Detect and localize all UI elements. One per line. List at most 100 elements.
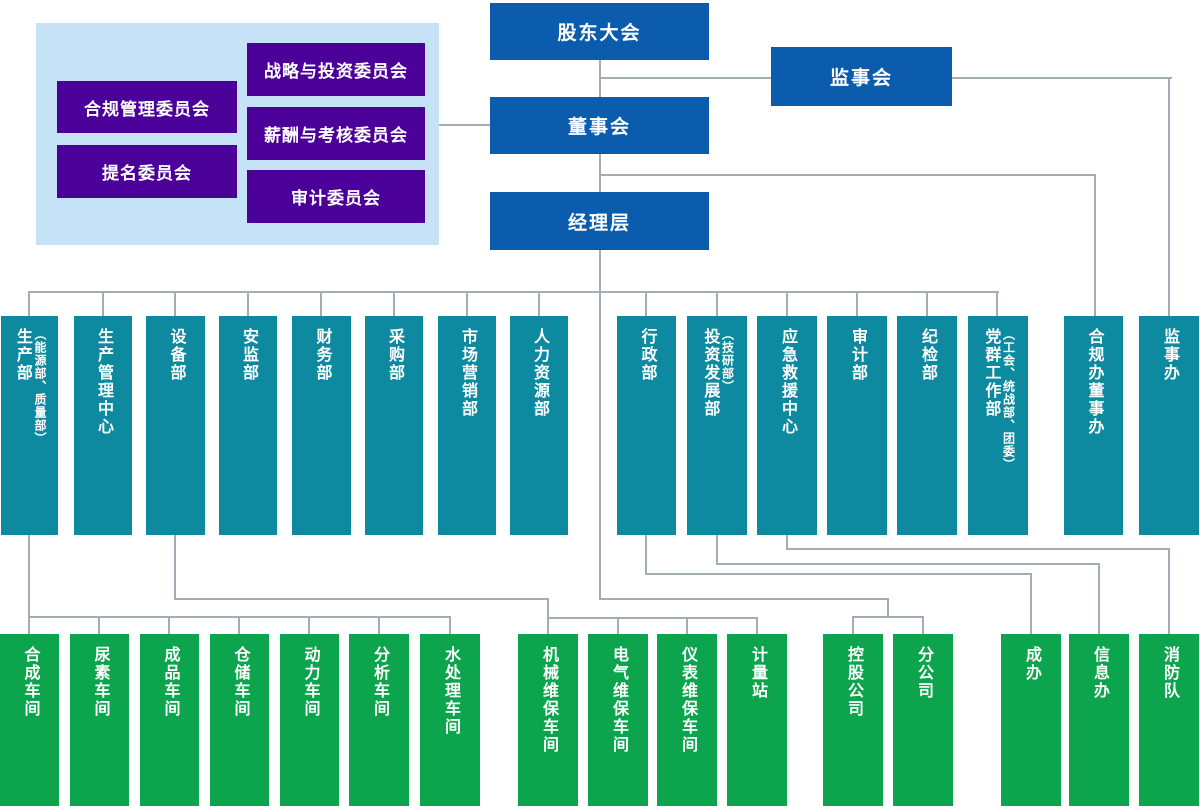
connector-line	[174, 598, 549, 600]
box-dept-equipment: 设备部	[146, 316, 205, 535]
connector-line	[98, 616, 100, 634]
box-unit-fire-brigade: 消防队	[1139, 634, 1199, 806]
dept-label: 投资发展部	[701, 328, 719, 418]
connector-line	[28, 535, 30, 618]
connector-line	[716, 563, 1100, 565]
connector-line	[599, 598, 889, 600]
connector-line	[617, 617, 619, 634]
connector-line	[247, 291, 249, 316]
connector-line	[168, 616, 170, 634]
connector-line	[393, 291, 395, 316]
connector-line	[378, 616, 380, 634]
connector-line	[996, 291, 998, 316]
connector-line	[645, 535, 647, 575]
connector-line	[645, 291, 647, 316]
box-dept-marketing: 市场营销部	[438, 316, 496, 535]
connector-line	[449, 616, 451, 634]
connector-line	[887, 598, 889, 618]
box-management-layer: 经理层	[490, 192, 709, 250]
box-unit-information-office: 信息办	[1069, 634, 1129, 806]
connector-line	[102, 291, 104, 316]
dept-label: 设备部	[167, 328, 185, 382]
connector-line	[686, 617, 688, 634]
box-dept-audit: 审计部	[827, 316, 887, 535]
box-dept-procurement: 采购部	[365, 316, 423, 535]
unit-label: 仓储车间	[231, 646, 249, 718]
connector-line	[320, 291, 322, 316]
dept-sublabel: （技研部）	[720, 328, 735, 393]
unit-label: 计量站	[748, 646, 766, 700]
dept-label: 财务部	[313, 328, 331, 382]
connector-line	[716, 291, 718, 316]
connector-line	[308, 616, 310, 634]
dept-label: 人力资源部	[530, 328, 548, 418]
connector-line	[926, 291, 928, 316]
connector-line	[786, 535, 788, 550]
box-unit-power-workshop: 动力车间	[280, 634, 339, 806]
connector-line	[599, 174, 1096, 176]
box-strategy-investment-committee: 战略与投资委员会	[247, 43, 425, 96]
box-unit-holding-company: 控股公司	[823, 634, 883, 806]
connector-line	[174, 535, 176, 600]
box-unit-metering-station: 计量站	[727, 634, 787, 806]
connector-line	[547, 598, 549, 634]
unit-label: 电气维保车间	[609, 646, 627, 754]
connector-line	[1094, 174, 1096, 316]
unit-label: 控股公司	[844, 646, 862, 718]
connector-line	[852, 616, 854, 634]
box-unit-urea-workshop: 尿素车间	[70, 634, 129, 806]
connector-line	[1168, 77, 1170, 316]
box-dept-compliance-board-office: 合规办董事办	[1064, 316, 1123, 535]
connector-line	[538, 291, 540, 316]
box-dept-emergency-rescue-center: 应急救援中心	[757, 316, 817, 535]
dept-label: 安监部	[239, 328, 257, 382]
connector-line	[599, 250, 601, 599]
box-unit-synthesis-workshop: 合成车间	[0, 634, 59, 806]
box-unit-mechanical-maintenance-workshop: 机械维保车间	[518, 634, 578, 806]
dept-label: 应急救援中心	[778, 328, 796, 436]
box-unit-water-treatment-workshop: 水处理车间	[420, 634, 480, 806]
connector-line	[856, 291, 858, 316]
box-compensation-assessment-committee: 薪酬与考核委员会	[247, 107, 425, 160]
box-dept-administration: 行政部	[617, 316, 676, 535]
connector-line	[439, 124, 490, 126]
box-supervisory-board: 监事会	[771, 47, 952, 106]
connector-line	[466, 291, 468, 316]
box-unit-finished-product-workshop: 成品车间	[140, 634, 199, 806]
connector-line	[786, 548, 1170, 550]
unit-label: 成品车间	[161, 646, 179, 718]
unit-label: 分析车间	[370, 646, 388, 718]
box-dept-production-management: 生产管理中心	[74, 316, 132, 535]
box-unit-analysis-workshop: 分析车间	[349, 634, 409, 806]
box-unit-electrical-maintenance-workshop: 电气维保车间	[588, 634, 648, 806]
connector-line	[786, 291, 788, 316]
box-dept-safety-supervision: 安监部	[219, 316, 277, 535]
unit-label: 水处理车间	[441, 646, 459, 736]
dept-label: 纪检部	[918, 328, 936, 382]
dept-sublabel: （能源部、质量部）	[33, 328, 48, 445]
box-nomination-committee: 提名委员会	[57, 145, 237, 198]
connector-line	[29, 291, 999, 293]
unit-label: 仪表维保车间	[678, 646, 696, 754]
box-unit-cheng-office: 成办	[1001, 634, 1061, 806]
box-board-of-directors: 董事会	[490, 97, 709, 154]
box-unit-instrument-maintenance-workshop: 仪表维保车间	[657, 634, 717, 806]
box-dept-finance: 财务部	[292, 316, 351, 535]
dept-label: 合规办董事办	[1085, 328, 1103, 436]
box-dept-supervisors-office: 监事办	[1139, 316, 1199, 535]
box-unit-branch-company: 分公司	[893, 634, 953, 806]
connector-line	[174, 291, 176, 316]
unit-label: 消防队	[1160, 646, 1178, 700]
connector-line	[852, 616, 924, 618]
connector-line	[716, 535, 718, 565]
dept-label: 监事办	[1160, 328, 1178, 382]
box-audit-committee: 审计委员会	[247, 170, 425, 223]
unit-label: 信息办	[1090, 646, 1108, 700]
box-unit-warehouse-workshop: 仓储车间	[210, 634, 269, 806]
box-dept-discipline-inspection: 纪检部	[897, 316, 957, 535]
box-dept-production: 生产部 （能源部、质量部）	[1, 316, 58, 535]
dept-label: 采购部	[385, 328, 403, 382]
dept-label: 生产管理中心	[94, 328, 112, 436]
unit-label: 成办	[1022, 646, 1040, 682]
unit-label: 机械维保车间	[539, 646, 557, 754]
